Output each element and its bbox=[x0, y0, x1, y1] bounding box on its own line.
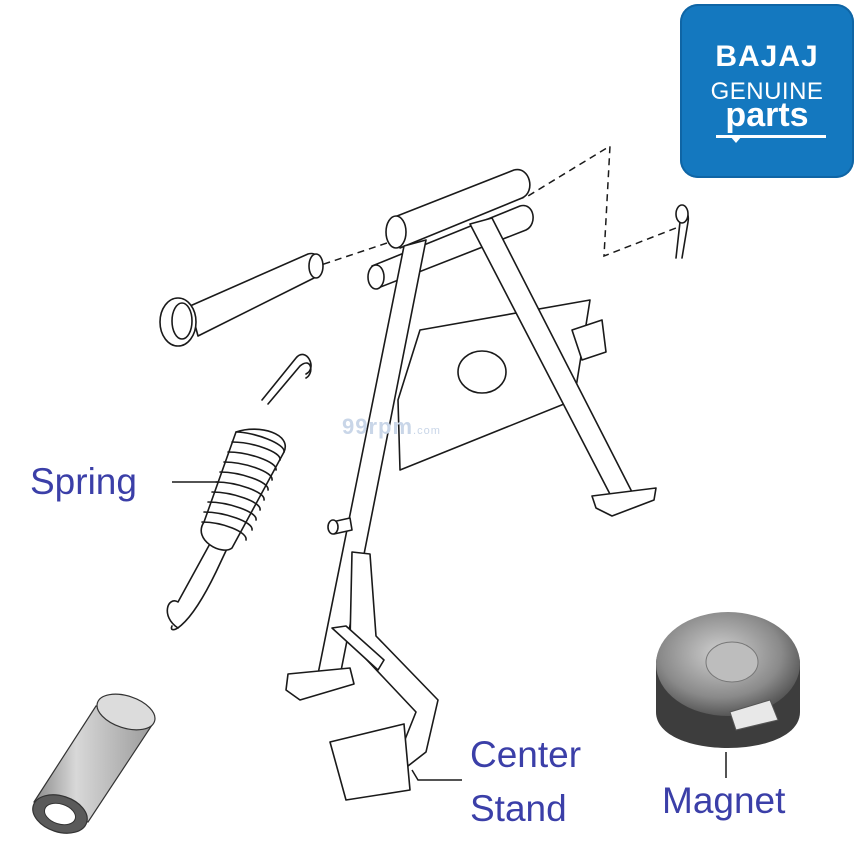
logo-arrow-icon bbox=[730, 136, 742, 143]
bajaj-genuine-parts-logo: BAJAJ GENUINE parts bbox=[680, 4, 854, 178]
center-stand-label-line2: Stand bbox=[470, 788, 567, 829]
watermark-suffix: .com bbox=[413, 425, 441, 437]
pivot-pin-icon bbox=[159, 252, 324, 347]
magnet-icon bbox=[656, 612, 800, 748]
split-pin-icon bbox=[675, 204, 690, 259]
bush-sleeve-icon bbox=[32, 693, 156, 834]
center-stand-label-line1: Center bbox=[470, 734, 582, 775]
center-stand-icon bbox=[285, 169, 657, 801]
spring-label: Spring bbox=[30, 461, 137, 502]
magnet-label: Magnet bbox=[662, 780, 786, 821]
spring-coils bbox=[200, 428, 287, 551]
logo-genuine-text: GENUINE bbox=[710, 78, 824, 105]
leader-lines bbox=[172, 481, 727, 781]
watermark-main: 99rpm bbox=[342, 414, 414, 439]
assembly-dashed-line bbox=[311, 144, 677, 269]
spring-icon bbox=[166, 353, 312, 631]
watermark: 99rpm.com bbox=[342, 414, 441, 440]
logo-underline bbox=[716, 135, 826, 138]
center-stand-leader-line bbox=[411, 769, 462, 781]
logo-brand: BAJAJ bbox=[715, 40, 819, 73]
logo-parts-text: parts bbox=[725, 96, 809, 134]
